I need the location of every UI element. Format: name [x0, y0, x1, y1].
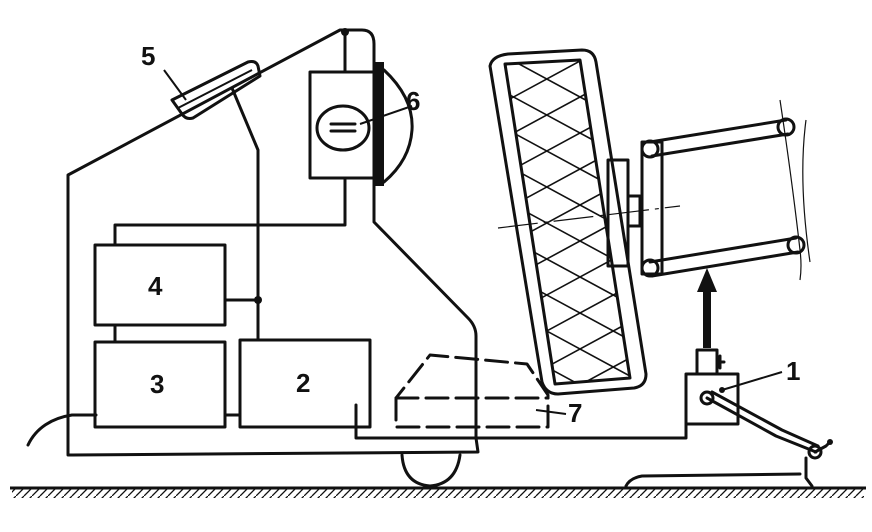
- ground: [10, 486, 866, 498]
- block-2: [238, 338, 372, 429]
- leader-lines: [163, 69, 783, 415]
- block-4: [93, 243, 227, 327]
- base-line: [354, 403, 688, 440]
- label-1: 1: [786, 356, 800, 386]
- power-cable: [26, 413, 98, 447]
- lift-mechanism: [624, 348, 833, 488]
- label-4: 4: [148, 271, 163, 301]
- label-5: 5: [141, 41, 155, 71]
- label-3: 3: [150, 369, 164, 399]
- vehicle-tire: [488, 48, 681, 396]
- optical-sight: [170, 60, 262, 120]
- wiring: [113, 28, 349, 417]
- lift-arrow: [697, 268, 717, 348]
- suspension-linkage: [640, 99, 811, 281]
- platform: [394, 353, 550, 429]
- block-3: [93, 340, 227, 429]
- base-wheel: [400, 453, 462, 488]
- wheel-hub: [606, 158, 642, 268]
- label-6: 6: [406, 86, 420, 116]
- lens-unit: [308, 62, 414, 186]
- device-housing: [66, 28, 480, 457]
- label-7: 7: [568, 398, 582, 428]
- label-2: 2: [296, 368, 310, 398]
